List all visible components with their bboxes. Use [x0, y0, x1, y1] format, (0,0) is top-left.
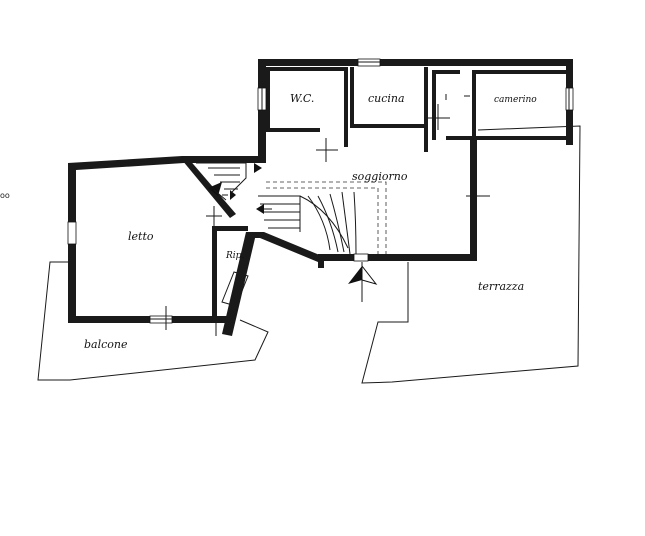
- terrace-outline: [361, 125, 581, 384]
- staircase: [196, 162, 387, 255]
- label-cucina: cucina: [368, 92, 405, 105]
- balcony-outline: [37, 261, 269, 381]
- label-soggiorno: soggiorno: [352, 170, 408, 183]
- edge-mark-left: oo: [0, 191, 10, 200]
- label-letto: letto: [128, 230, 154, 243]
- door-marks: [165, 94, 490, 336]
- windows: [67, 58, 574, 324]
- entrance-arrow-icon: [348, 262, 378, 302]
- label-wc: W.C.: [290, 92, 314, 105]
- label-terrazza: terrazza: [478, 280, 524, 293]
- label-ripostiglio: Rip.: [225, 251, 244, 261]
- storage-walls: [212, 226, 256, 336]
- upper-rooms-walls: [258, 59, 573, 152]
- label-balcone: balcone: [84, 338, 128, 351]
- living-room-walls: [182, 130, 477, 268]
- label-camerino: camerino: [494, 95, 537, 105]
